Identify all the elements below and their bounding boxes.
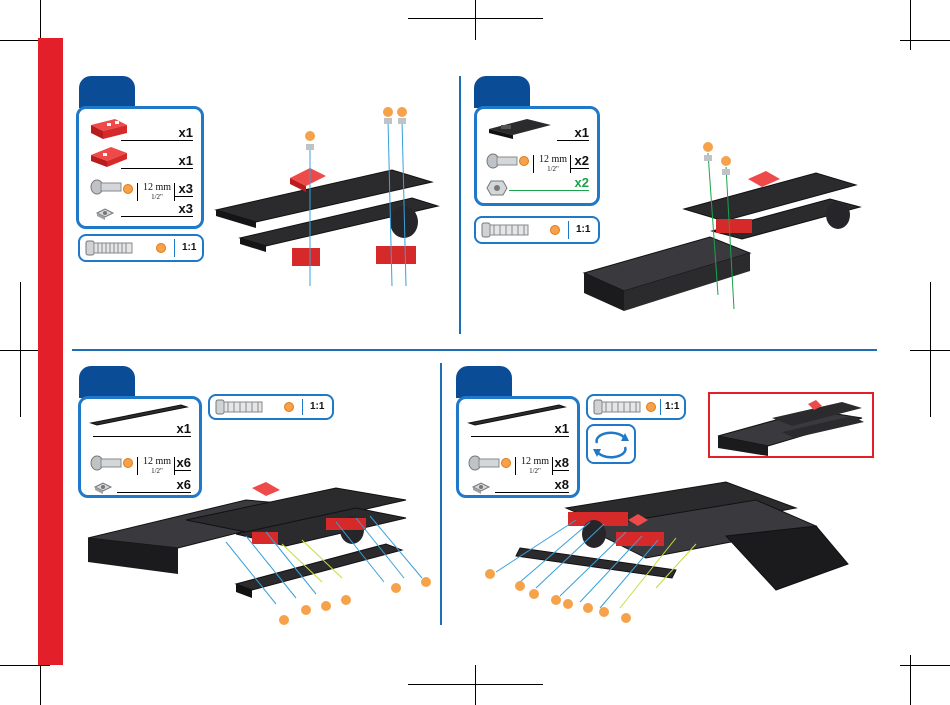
part-callout-dot	[550, 225, 560, 235]
part-quantity: x1	[575, 125, 589, 140]
scale-ratio: 1:1	[665, 401, 679, 412]
crop-mark	[910, 0, 911, 50]
part-quantity: x1	[555, 421, 569, 436]
rotate-box	[586, 424, 636, 464]
step-tab	[474, 76, 530, 108]
crop-mark	[408, 684, 543, 685]
bolt-scale-box: 1:1	[78, 234, 204, 262]
part-quantity: x3	[179, 181, 193, 196]
part-quantity: x6	[177, 455, 191, 470]
page-edge-bar	[38, 38, 63, 665]
scale-ratio: 1:1	[310, 401, 324, 412]
crop-mark	[910, 655, 911, 705]
crop-mark	[0, 665, 50, 666]
assembly-illustration	[580, 145, 870, 320]
panel-divider	[72, 349, 877, 351]
crop-mark	[0, 350, 40, 351]
part-quantity: x1	[177, 421, 191, 436]
assembly-illustration	[212, 110, 442, 285]
crop-mark	[408, 18, 543, 19]
crop-mark	[900, 40, 950, 41]
part-quantity: x1	[179, 153, 193, 168]
bolt-scale-icon	[482, 222, 532, 238]
panel-divider	[459, 76, 461, 334]
step-tab	[79, 76, 135, 108]
preview-illustration	[712, 396, 872, 456]
part-callout-dot	[284, 402, 294, 412]
crop-mark	[475, 0, 476, 40]
bolt-scale-box: 1:1	[586, 394, 686, 420]
crop-mark	[475, 665, 476, 705]
scale-ratio: 1:1	[182, 242, 196, 253]
rotate-arrows-icon	[591, 429, 631, 459]
panel-divider	[440, 363, 442, 625]
bolt-scale-icon	[216, 399, 266, 415]
assembly-illustration	[86, 478, 436, 628]
bolt-scale-box: 1:1	[208, 394, 334, 420]
part-quantity: x8	[555, 455, 569, 470]
bolt-scale-icon	[86, 240, 136, 256]
bolt-scale-icon	[594, 399, 644, 415]
step-tab	[456, 366, 512, 398]
part-callout-dot	[156, 243, 166, 253]
assembly-illustration	[476, 478, 856, 628]
part-quantity: x1	[179, 125, 193, 140]
preview-inset	[708, 392, 874, 458]
crop-mark	[910, 350, 950, 351]
part-quantity: x3	[179, 201, 193, 216]
step-tab	[79, 366, 135, 398]
parts-list: x1 x1 12 mm 1/2" x3 x3	[76, 106, 204, 229]
part-callout-dot	[646, 402, 656, 412]
crop-mark	[900, 665, 950, 666]
